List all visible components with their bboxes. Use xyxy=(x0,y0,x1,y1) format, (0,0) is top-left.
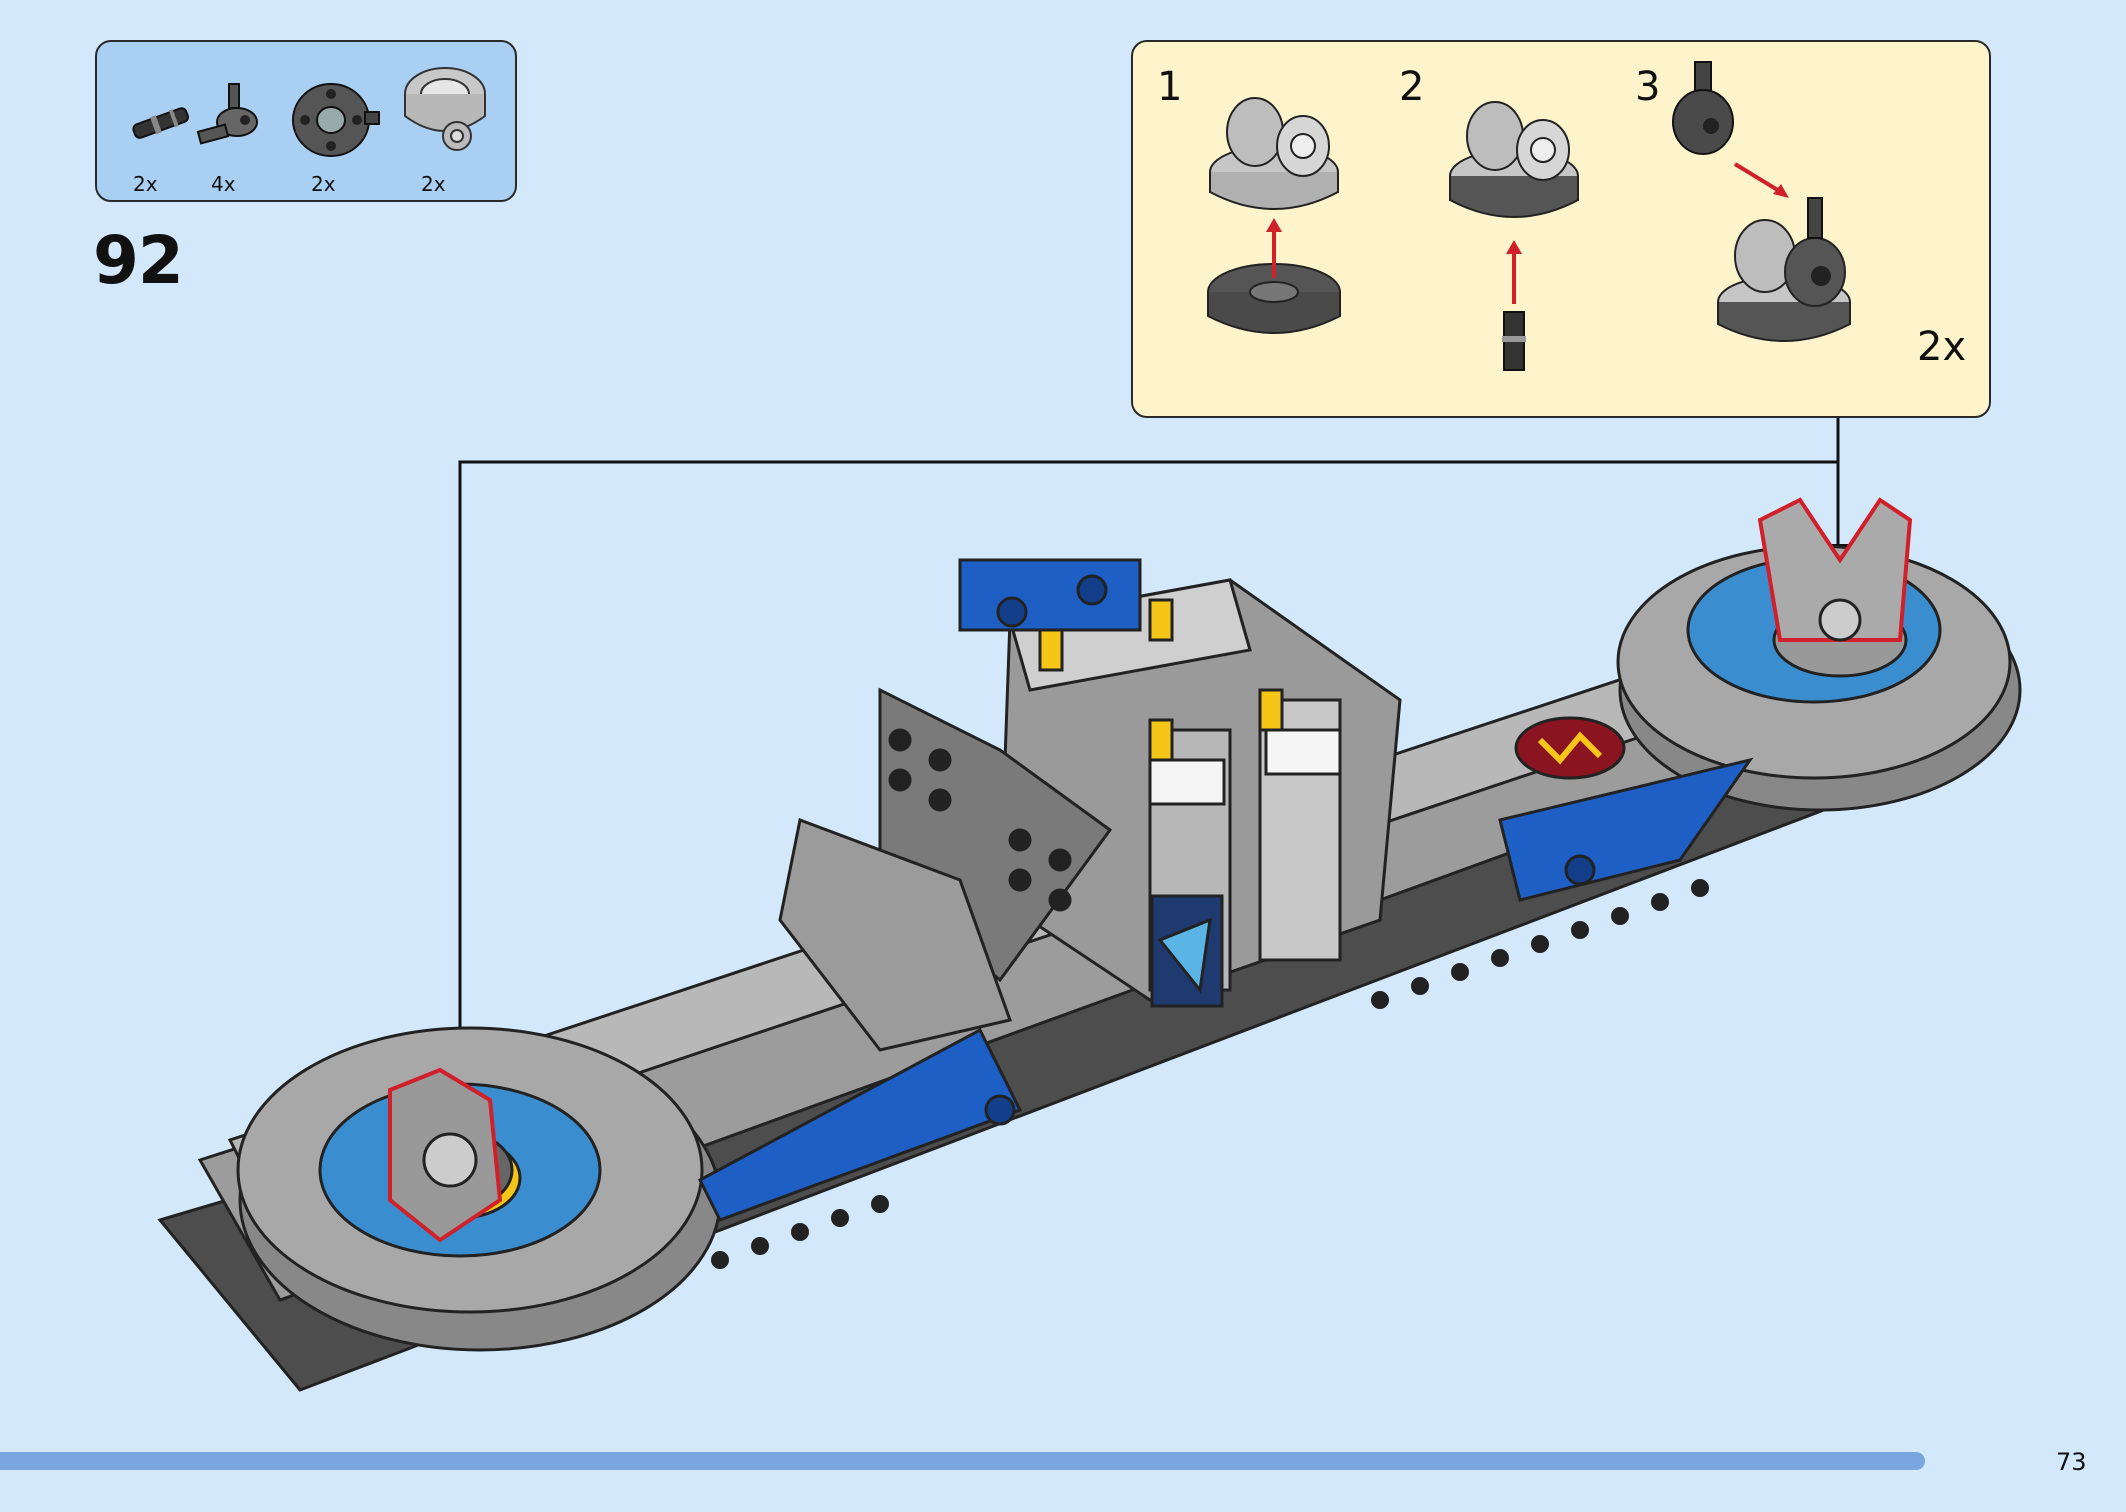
blue-fins xyxy=(698,757,1754,1222)
sub-assembly-multiplier: 2x xyxy=(1917,324,1967,370)
model-illustration xyxy=(157,418,2022,1392)
turntable-assembly-3 xyxy=(1672,61,1851,342)
page-number: 73 xyxy=(2056,1448,2087,1476)
step-number: 92 xyxy=(93,222,184,299)
part-qty: 2x xyxy=(421,172,446,196)
progress-fill xyxy=(0,1452,1925,1470)
part-item: 2x xyxy=(289,54,389,196)
emblem-tile xyxy=(1514,716,1626,780)
part-item: 2x xyxy=(111,54,211,196)
turntable-assembly-1 xyxy=(1207,97,1341,334)
axle-pin-icon xyxy=(132,107,189,139)
part-qty: 4x xyxy=(211,172,236,196)
ball-joint-icon xyxy=(196,83,258,145)
right-disc xyxy=(1616,497,2022,812)
sub-assembly-illustration xyxy=(1207,61,1851,371)
central-cockpit xyxy=(958,558,1402,1008)
sub-assembly-callout: 1 2 3 2x xyxy=(1131,40,1991,418)
part-qty: 2x xyxy=(311,172,336,196)
part-item: 4x xyxy=(189,54,289,196)
side-stud-blocks xyxy=(778,687,1113,1052)
sub-step-number: 2 xyxy=(1399,64,1425,110)
turntable-base-icon xyxy=(404,67,486,151)
sub-step-number: 1 xyxy=(1157,64,1183,110)
round-plate-icon xyxy=(292,83,380,157)
sub-step-number: 3 xyxy=(1635,64,1661,110)
callout-connector xyxy=(458,418,1840,1050)
progress-bar xyxy=(0,1452,2026,1470)
left-disc xyxy=(236,1026,722,1352)
parts-list-callout: 2x 4x 2x 2x xyxy=(95,40,517,202)
part-item: 2x xyxy=(399,54,499,196)
part-qty: 2x xyxy=(133,172,158,196)
base-stud-row xyxy=(711,879,1709,1269)
turntable-assembly-2 xyxy=(1449,101,1579,371)
